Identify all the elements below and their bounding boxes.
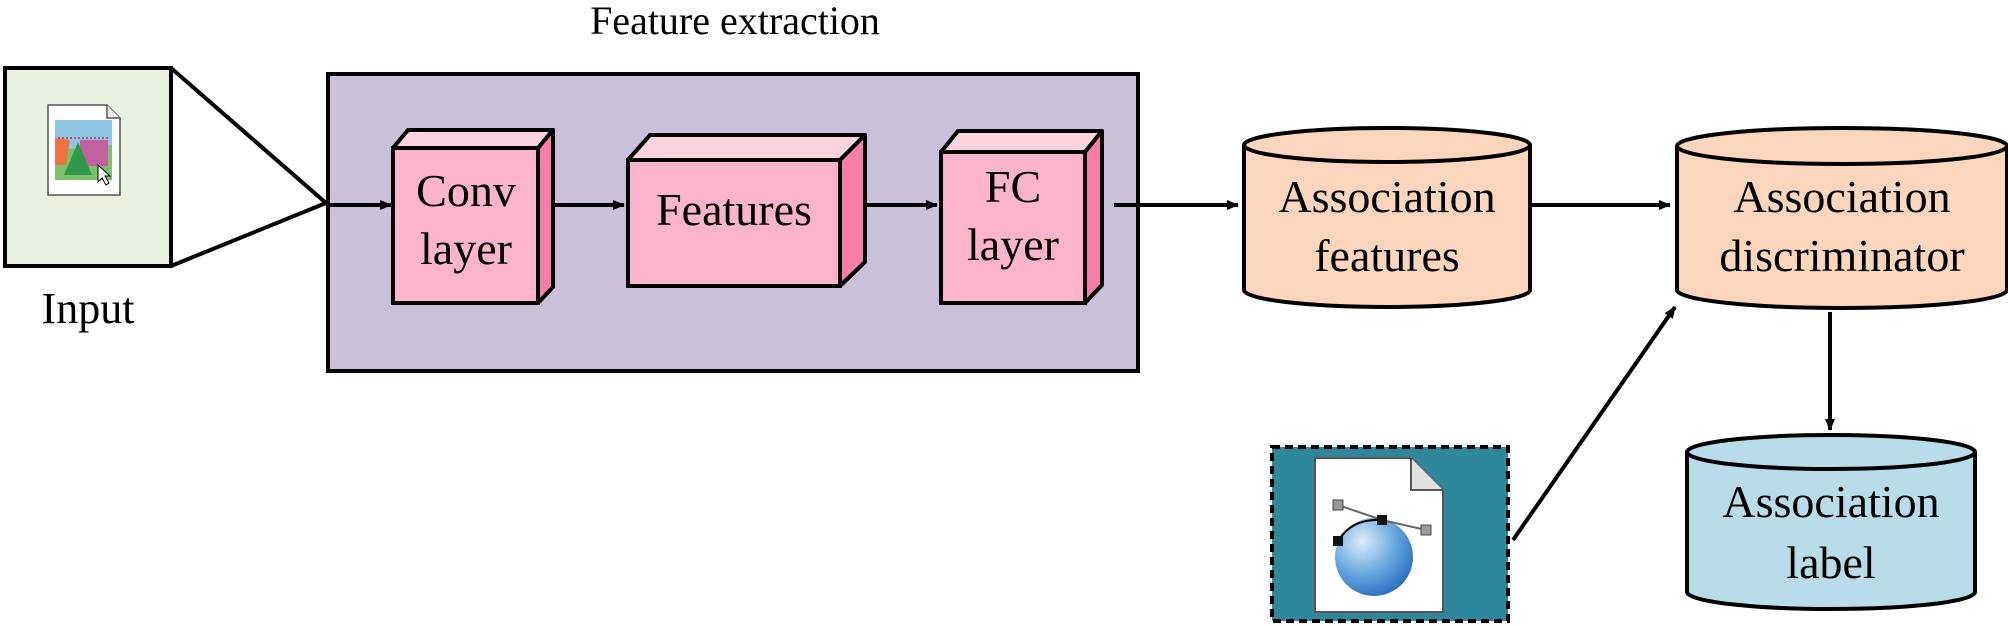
input-connector — [169, 66, 330, 268]
association-label-line2: label — [1786, 537, 1875, 588]
features-label: Features — [656, 184, 812, 235]
association-features-line1: Association — [1278, 171, 1495, 222]
vector-curve-file-icon — [1314, 457, 1444, 613]
diagram-title: Feature extraction — [590, 0, 880, 43]
conv-layer-line1: Conv — [416, 165, 516, 216]
association-label-line1: Association — [1722, 476, 1939, 527]
vector-input-panel — [1270, 445, 1510, 623]
fc-layer-line2: layer — [967, 219, 1059, 270]
association-features-cylinder: Association features — [1242, 126, 1532, 309]
fc-layer-block: FC layer — [939, 129, 1104, 305]
features-block: Features — [626, 133, 867, 288]
association-discriminator-cylinder: Association discriminator — [1675, 126, 2008, 310]
conv-layer-block: Conv layer — [391, 128, 555, 305]
arrow-vector-to-discriminator — [1511, 305, 1677, 542]
association-discriminator-line1: Association — [1733, 171, 1950, 222]
association-discriminator-line2: discriminator — [1719, 230, 1964, 281]
conv-layer-line2: layer — [420, 223, 512, 274]
association-label-cylinder: Association label — [1685, 433, 1977, 611]
association-features-line2: features — [1314, 230, 1460, 281]
input-label: Input — [42, 284, 135, 333]
image-file-icon — [47, 104, 121, 196]
fc-layer-line1: FC — [985, 161, 1041, 212]
input-panel: Input — [3, 66, 173, 333]
